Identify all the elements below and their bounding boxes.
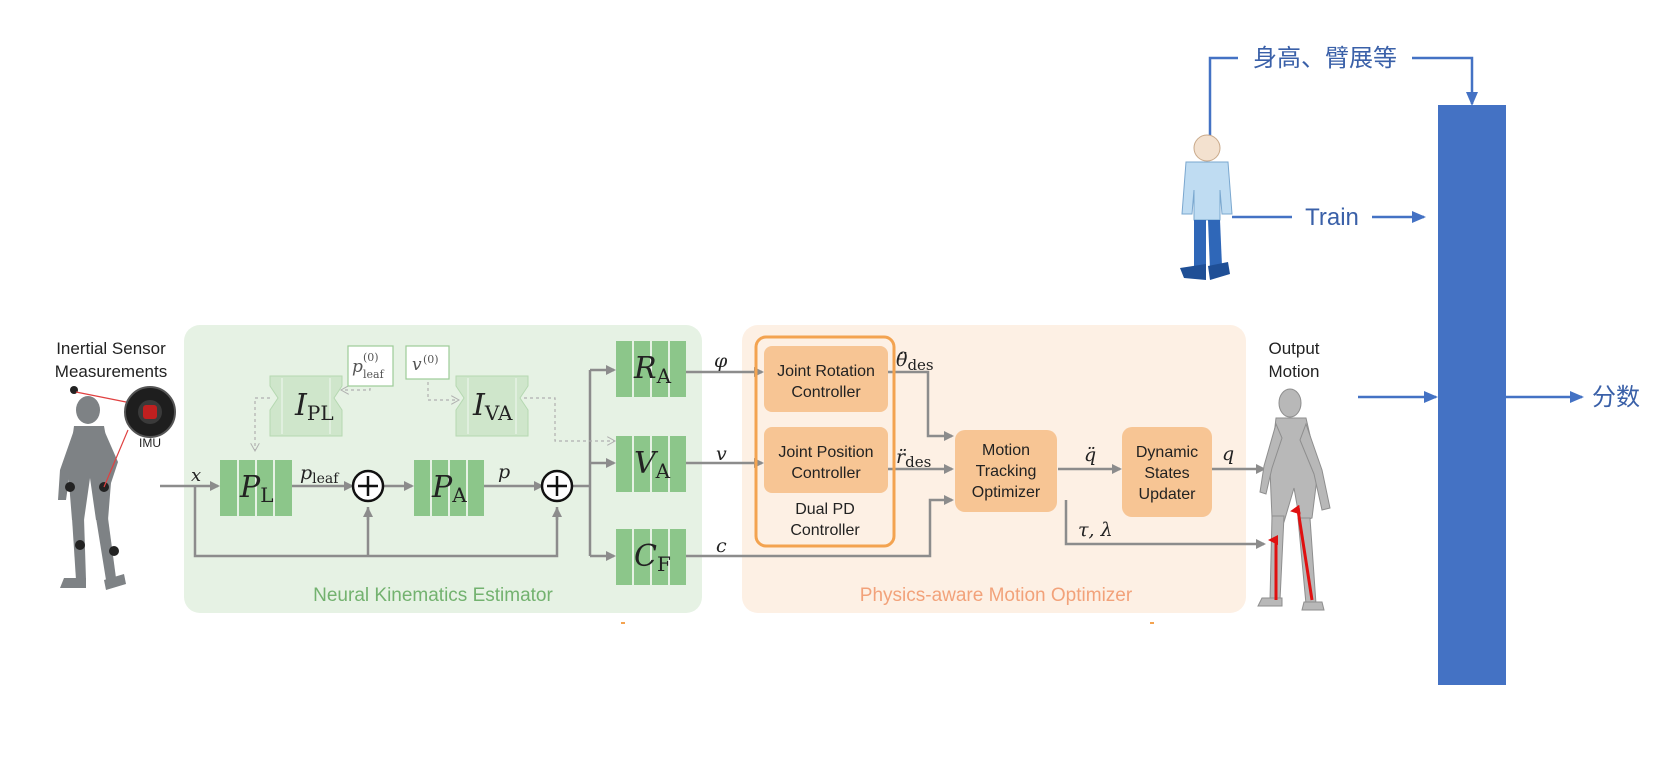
joint-position-controller	[764, 427, 888, 493]
label-pleaf: pleaf	[300, 462, 340, 487]
label-theta-des: θ̈des	[896, 349, 934, 374]
physics-optimizer-title: Physics-aware Motion Optimizer	[860, 585, 1133, 606]
svg-text:leaf: leaf	[363, 368, 385, 381]
score-label: 分数	[1592, 384, 1640, 411]
body-params-label: 身高、臂展等	[1253, 45, 1397, 72]
contact-force-arrows	[1268, 504, 1314, 601]
input-label-line2: Measurements	[55, 362, 167, 381]
inverse-kinematics-va-block: IVA	[455, 375, 529, 437]
output-label-line2: Motion	[1268, 362, 1319, 381]
v-init-box: v (0)	[405, 345, 450, 380]
joint-rotation-controller	[764, 346, 888, 412]
svg-text:CF: CF	[634, 539, 671, 576]
svg-text:v: v	[412, 355, 422, 375]
pl-network-block: PL	[220, 460, 292, 516]
person-icon	[1180, 134, 1233, 280]
svg-text:Joint Position: Joint Position	[778, 444, 873, 461]
imu-label: IMU	[139, 436, 161, 450]
inverse-kinematics-pl-block: IPL	[269, 375, 343, 437]
sum-node-2	[540, 469, 574, 503]
svg-text:States: States	[1144, 465, 1189, 482]
label-c: c	[716, 535, 727, 557]
svg-text:PA: PA	[431, 470, 467, 507]
svg-text:Joint Rotation: Joint Rotation	[777, 363, 875, 380]
label-r-des: r̈des	[896, 446, 931, 471]
pa-network-block: PA	[414, 460, 484, 516]
motion-tracking-optimizer	[955, 430, 1057, 512]
svg-text:(0): (0)	[423, 353, 439, 366]
pleaf-init-box: p (0) leaf	[347, 345, 394, 387]
neural-kinematics-title: Neural Kinematics Estimator	[313, 585, 553, 606]
svg-text:IPL: IPL	[294, 388, 334, 425]
svg-text:(0): (0)	[363, 351, 379, 364]
output-human-mesh	[1257, 388, 1331, 611]
model-bar	[1438, 105, 1506, 685]
ra-network-block: RA	[616, 341, 686, 397]
label-q: q	[1222, 443, 1234, 465]
svg-text:VA: VA	[634, 446, 671, 483]
svg-text:Controller: Controller	[791, 465, 861, 482]
label-x: x	[191, 465, 201, 486]
label-q-ddot: q̈	[1084, 444, 1096, 466]
svg-text:Motion: Motion	[982, 442, 1030, 459]
svg-text:Controller: Controller	[791, 384, 861, 401]
cf-network-block: CF	[616, 529, 686, 585]
train-label: Train	[1305, 204, 1359, 231]
label-p: p	[498, 461, 510, 483]
svg-text:p: p	[352, 357, 363, 377]
svg-text:Tracking: Tracking	[976, 463, 1037, 480]
sum-node-1	[351, 469, 385, 503]
svg-text:Updater: Updater	[1139, 486, 1197, 503]
input-person-figure	[58, 386, 126, 590]
svg-text:Dynamic: Dynamic	[1136, 444, 1198, 461]
output-label-line1: Output	[1268, 339, 1319, 358]
label-phi: φ	[714, 350, 728, 372]
label-v: v	[716, 443, 727, 465]
svg-text:Optimizer: Optimizer	[972, 484, 1041, 501]
imu-sensor-icon	[75, 386, 176, 488]
svg-text:PL: PL	[239, 470, 273, 507]
svg-text:RA: RA	[633, 351, 672, 388]
va-network-block: VA	[616, 436, 686, 492]
label-tau-lambda: τ, λ	[1078, 519, 1113, 541]
svg-text:IVA: IVA	[472, 388, 513, 425]
dual-pd-label-line2: Controller	[790, 522, 860, 539]
dual-pd-label-line1: Dual PD	[795, 501, 855, 518]
input-label-line1: Inertial Sensor	[56, 339, 166, 358]
dual-pd-frame	[754, 335, 896, 548]
dynamic-states-updater	[1122, 427, 1212, 517]
